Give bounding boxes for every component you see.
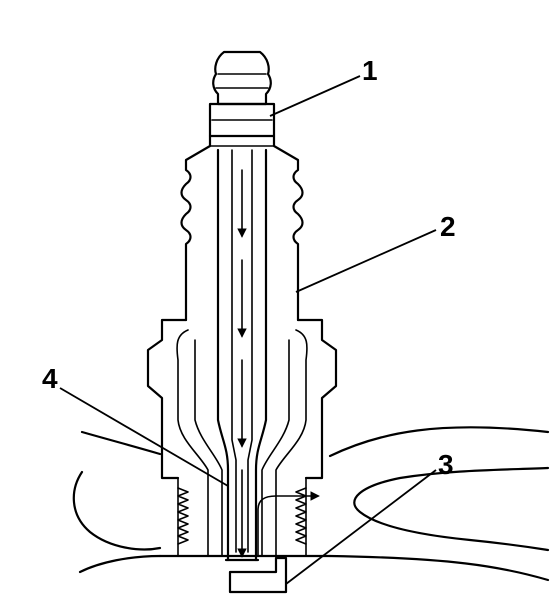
heat-flow-arrows bbox=[237, 169, 320, 558]
cylinder-head bbox=[72, 426, 550, 582]
terminal-nut bbox=[208, 50, 276, 138]
center-electrode bbox=[216, 148, 268, 562]
callout-label-1: 1 bbox=[362, 55, 378, 86]
shell bbox=[146, 318, 338, 557]
ground-electrode bbox=[228, 556, 288, 594]
callout-leaders bbox=[59, 75, 437, 585]
callout-label-2: 2 bbox=[440, 211, 456, 242]
callout-label-3: 3 bbox=[438, 449, 454, 480]
callout-label-4: 4 bbox=[42, 363, 58, 394]
insulator bbox=[180, 134, 304, 322]
